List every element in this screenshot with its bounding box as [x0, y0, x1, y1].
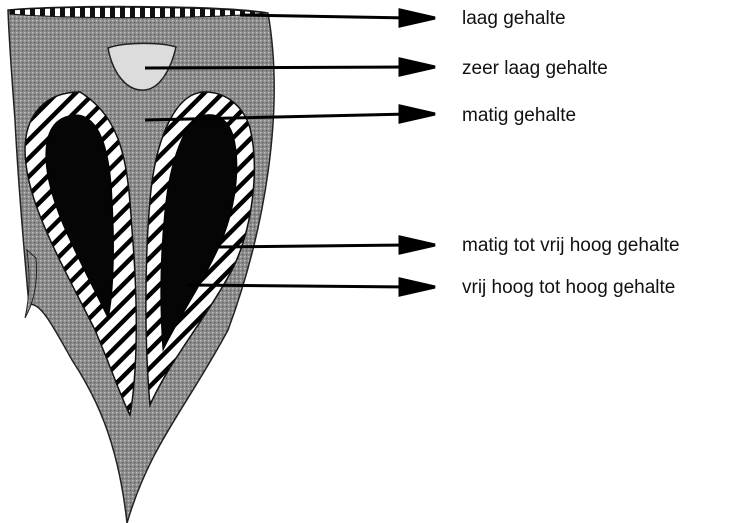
label-zeer-laag-gehalte: zeer laag gehalte — [462, 58, 608, 79]
label-vrij-hoog-tot-hoog-gehalte: vrij hoog tot hoog gehalte — [462, 277, 675, 298]
arrow-head-matig-vrij-hoog — [400, 237, 435, 253]
arrow-line-vrij-hoog-hoog — [188, 285, 410, 287]
label-matig-gehalte: matig gehalte — [462, 105, 576, 126]
arrow-head-laag — [400, 10, 435, 26]
label-laag-gehalte: laag gehalte — [462, 8, 566, 29]
arrow-line-matig-vrij-hoog — [218, 245, 410, 247]
label-matig-tot-vrij-hoog-gehalte: matig tot vrij hoog gehalte — [462, 235, 680, 256]
arrow-head-zeer-laag — [400, 59, 435, 75]
arrow-head-vrij-hoog-hoog — [400, 279, 435, 295]
arrow-line-zeer-laag — [145, 67, 410, 68]
arrow-head-matig — [400, 106, 435, 122]
